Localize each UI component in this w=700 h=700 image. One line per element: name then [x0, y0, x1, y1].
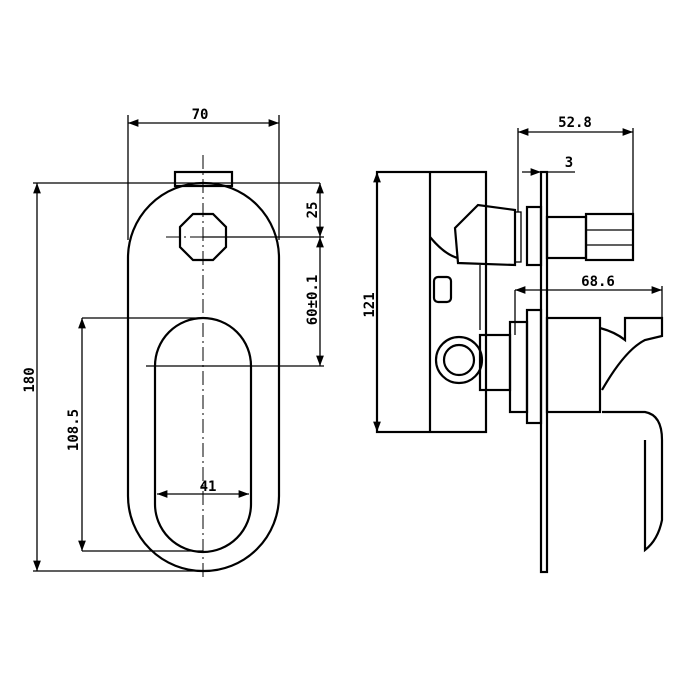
side-view: 121 52.8 3 68.6 [362, 115, 664, 574]
cartridge-nut [508, 320, 529, 414]
dim-top-to-hole: 25 [203, 183, 324, 238]
handle-body [545, 316, 602, 414]
body-clip [432, 275, 453, 304]
diverter-hole [178, 212, 228, 262]
dim-label: 60±0.1 [305, 275, 321, 326]
front-view: 70 180 25 60±0.1 108.5 [22, 107, 324, 580]
dim-label: 52.8 [558, 115, 592, 131]
dim-label: 108.5 [66, 409, 82, 451]
dim-slot-width: 41 [157, 479, 249, 498]
inlet-ring-outer [434, 335, 484, 385]
diverter-flange [525, 205, 543, 267]
dim-plate-thickness: 3 [522, 155, 575, 176]
diverter-stem [545, 215, 588, 260]
dim-width: 70 [127, 107, 280, 240]
dim-height: 180 [22, 182, 320, 572]
diverter-knob [584, 212, 635, 262]
dim-label: 70 [192, 107, 209, 123]
dim-label: 41 [200, 479, 217, 495]
dim-diverter-depth: 52.8 [517, 115, 634, 214]
handle-lever [599, 316, 664, 553]
cartridge-flange [525, 308, 543, 425]
inlet-ring-inner [442, 343, 476, 377]
dim-label: 180 [22, 367, 38, 392]
dim-body-height: 121 [362, 172, 381, 432]
dim-label: 121 [362, 292, 378, 317]
dim-label: 3 [565, 155, 573, 171]
dim-label: 25 [305, 202, 321, 219]
dim-handle-depth: 68.6 [514, 274, 663, 335]
valve-body [375, 170, 488, 434]
cartridge-neck [478, 333, 512, 392]
dim-slot-height: 108.5 [66, 317, 203, 552]
dim-label: 68.6 [581, 274, 615, 290]
dim-hole-to-slot: 60±0.1 [146, 237, 324, 367]
